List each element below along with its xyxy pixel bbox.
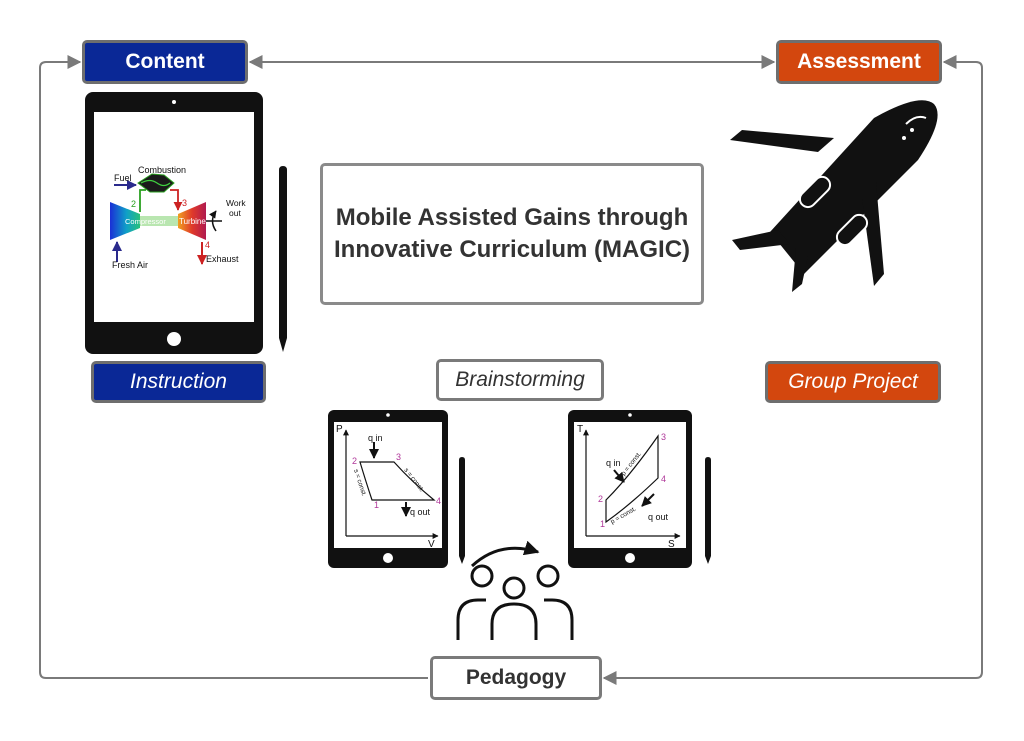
content-label: Content <box>82 40 248 84</box>
brainstorming-label: Brainstorming <box>436 359 604 401</box>
group-project-label: Group Project <box>765 361 941 403</box>
compressor-shape <box>110 202 140 240</box>
work-out-label-1: Work <box>226 198 246 208</box>
ts-s-axis-label: S <box>668 539 675 550</box>
pedagogy-label: Pedagogy <box>430 656 602 700</box>
ts-state-4: 4 <box>661 474 666 484</box>
ts-t-axis-label: T <box>577 424 583 435</box>
airplane-icon <box>730 100 938 292</box>
compressor-label: Compressor <box>125 217 166 226</box>
pv-q-out-label: q out <box>410 507 431 517</box>
gas-turbine-diagram <box>110 173 222 265</box>
fresh-air-label: Fresh Air <box>112 260 148 270</box>
pv-q-in-label: q in <box>368 433 383 443</box>
combustion-label: Combustion <box>138 165 186 175</box>
pv-state-2: 2 <box>352 456 357 466</box>
stylus-main <box>279 166 287 352</box>
pv-v-axis-label: V <box>428 539 435 550</box>
state-3-label: 3 <box>182 198 187 208</box>
work-out-label-2: out <box>229 208 241 218</box>
ts-state-1: 1 <box>600 519 605 529</box>
exhaust-label: Exhaust <box>206 254 239 264</box>
ts-q-out-label: q out <box>648 512 669 522</box>
ts-diagram <box>583 429 681 539</box>
ts-state-3: 3 <box>661 432 666 442</box>
turbine-shape <box>178 202 206 240</box>
instruction-label: Instruction <box>91 361 266 403</box>
stylus-pv <box>459 457 465 564</box>
tablet-pv <box>328 410 448 568</box>
state-2-label: 2 <box>131 199 136 209</box>
title-line-1: Mobile Assisted Gains through <box>335 203 689 231</box>
assessment-label: Assessment <box>776 40 942 84</box>
collaboration-icon <box>456 540 574 640</box>
title-line-2: Innovative Curriculum (MAGIC) <box>333 236 691 263</box>
pv-state-3: 3 <box>396 452 401 462</box>
pv-p-axis-label: P <box>336 424 343 435</box>
stylus-ts <box>705 457 711 564</box>
pv-state-1: 1 <box>374 500 379 510</box>
fuel-label: Fuel <box>114 173 132 183</box>
magic-title-box: Mobile Assisted Gains through Innovative… <box>320 163 704 305</box>
pv-diagram <box>343 429 439 539</box>
pv-state-4: 4 <box>436 496 441 506</box>
ts-q-in-label: q in <box>606 458 621 468</box>
connector-pedagogy-to-content <box>39 55 428 679</box>
connector-assessment-to-pedagogy <box>602 55 983 685</box>
turbine-label: Turbine <box>179 217 206 226</box>
state-4-label: 4 <box>205 240 210 250</box>
ts-state-2: 2 <box>598 494 603 504</box>
tablet-ts <box>568 410 692 568</box>
